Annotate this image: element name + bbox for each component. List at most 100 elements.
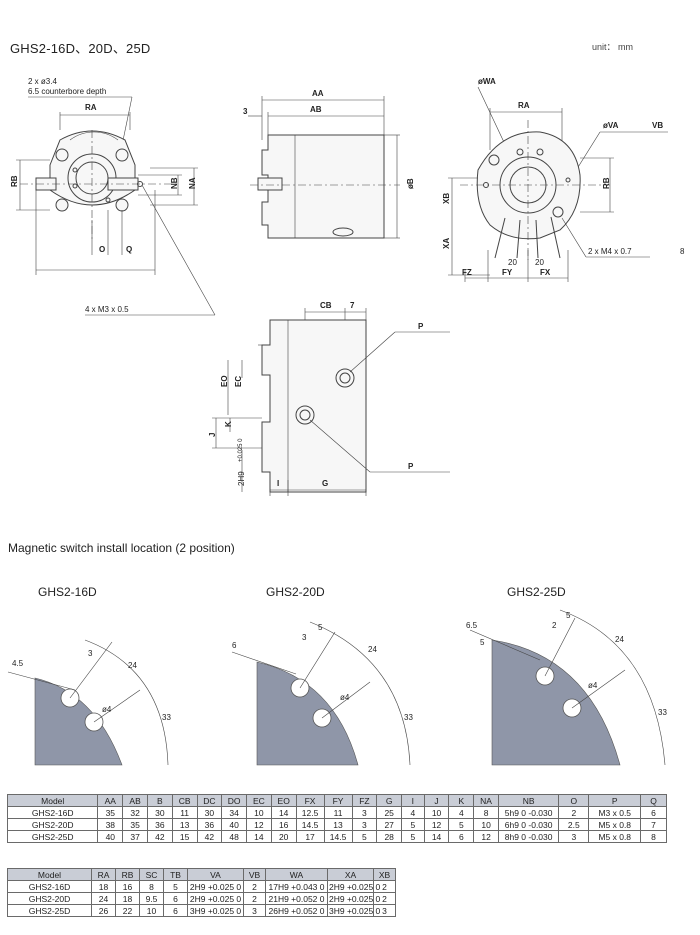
- section-title: Magnetic switch install location (2 posi…: [8, 541, 235, 555]
- table-cell: 26: [91, 904, 116, 917]
- dim-j: J: [208, 433, 217, 437]
- sw20-dim-d: 24: [368, 645, 377, 654]
- sw25-dim-b: 5: [480, 638, 485, 647]
- dim-7: 7: [350, 301, 355, 310]
- table-cell: 35: [97, 806, 124, 819]
- table-cell: 35: [122, 818, 148, 831]
- sw16-dim-b: 3: [88, 649, 93, 658]
- table2-header: XA: [327, 868, 374, 881]
- table-cell: 42: [196, 830, 223, 843]
- sw16-dim-e: 33: [162, 713, 171, 722]
- table-cell: 18: [91, 880, 116, 893]
- table2-header: Model: [7, 868, 92, 881]
- table2-header: RA: [91, 868, 116, 881]
- table-cell: 14.5: [323, 830, 353, 843]
- table2-header-row: Model RA RB SC TB VA VB WA XA XB: [7, 868, 396, 881]
- dim-fz: FZ: [462, 268, 472, 277]
- dim-o-front: O: [99, 245, 105, 254]
- right-view: øWA RA øVA VB RB XB XA 20 20: [442, 77, 685, 282]
- dim-xb: XB: [442, 193, 451, 204]
- dim-rb-front: RB: [10, 175, 19, 187]
- table-cell: M5 x 0.8: [588, 830, 642, 843]
- table-cell: 40: [97, 830, 124, 843]
- technical-drawings: 2 x ø3.4 6.5 counterbore depth RA RB NB: [10, 77, 685, 496]
- switch-view-20d: 6 3 5 24 ø4 33: [231, 621, 413, 766]
- table2-header: VB: [243, 868, 266, 881]
- counterbore-note-1: 2 x ø3.4: [28, 77, 57, 86]
- front-view: 2 x ø3.4 6.5 counterbore depth RA RB NB: [10, 77, 216, 316]
- table-cell: GHS2-16D: [6, 806, 99, 819]
- table-cell: 14: [246, 830, 272, 843]
- dim-eo: EO: [220, 375, 229, 387]
- table-cell: 16: [270, 818, 297, 831]
- table-cell: 32: [122, 806, 148, 819]
- m4-note: 2 x M4 x 0.7: [588, 247, 632, 256]
- table1-header: AB: [122, 794, 148, 807]
- table1-header: AA: [97, 794, 124, 807]
- sw20-dim-a: 6: [232, 641, 237, 650]
- switch-view-25d: 6.5 5 2 5 24 ø4 33: [466, 609, 667, 766]
- table-cell: 3: [351, 806, 378, 819]
- table-cell: 21H9 +0.052 0: [265, 892, 328, 905]
- table-cell: 5: [401, 830, 425, 843]
- table-cell: 36: [146, 818, 173, 831]
- table-cell: 8: [640, 830, 667, 843]
- dim-3: 3: [243, 107, 248, 116]
- table-cell: 16: [115, 880, 140, 893]
- table-row: GHS2-20D 24 18 9.5 6 2H9 +0.025 0 2 21H9…: [7, 892, 396, 905]
- bottom-view: CB 7 P P EO EC J K 2H9 +0.025 0 I G: [208, 301, 450, 496]
- sw20-dim-c: 5: [318, 623, 323, 632]
- table1-header-row: Model AA AB B CB DC DO EC EO FX FY FZ G …: [6, 794, 667, 807]
- label-p-top: P: [418, 322, 424, 331]
- table-cell: 24: [91, 892, 116, 905]
- table1-header: CB: [171, 794, 198, 807]
- table-cell: 6: [163, 904, 188, 917]
- table1-header: K: [448, 794, 475, 807]
- table1-header: EO: [270, 794, 297, 807]
- table-cell: 22: [115, 904, 140, 917]
- dim-g: G: [322, 479, 328, 488]
- switch-location-views: 4.5 3 24 ø4 33 6 3 5 24 ø4 33 6.5 5 2 5 …: [7, 609, 667, 766]
- table-cell: 3: [351, 818, 378, 831]
- sw20-dim-e: ø4: [340, 693, 350, 702]
- dim-fx: FX: [540, 268, 551, 277]
- table1-header: B: [146, 794, 173, 807]
- table-cell: 42: [146, 830, 173, 843]
- table-cell: 11: [323, 806, 353, 819]
- table-cell: M5 x 0.8: [588, 818, 642, 831]
- table-row: GHS2-16D 35 32 30 11 30 34 10 14 12.5 11…: [6, 806, 667, 819]
- table-cell: GHS2-16D: [7, 880, 92, 893]
- switch-model-16d: GHS2-16D: [38, 585, 97, 599]
- table-cell: 11: [171, 806, 198, 819]
- dim-vb: VB: [652, 121, 663, 130]
- table-cell: GHS2-25D: [6, 830, 99, 843]
- dim-ec: EC: [234, 376, 243, 387]
- table-cell: 30: [196, 806, 223, 819]
- sw16-dim-d: ø4: [102, 705, 112, 714]
- table1-header: DO: [221, 794, 248, 807]
- dim-ra-right: RA: [518, 101, 530, 110]
- table-cell: 2.5: [558, 818, 590, 831]
- table-cell: 6: [448, 830, 475, 843]
- table2-header: VA: [187, 868, 244, 881]
- table1-header: FY: [323, 794, 353, 807]
- table-cell: 13: [171, 818, 198, 831]
- table-cell: 12: [423, 818, 450, 831]
- table1-header: DC: [196, 794, 223, 807]
- table-cell: 17H9 +0.043 0: [265, 880, 328, 893]
- dim-q-front: Q: [126, 245, 132, 254]
- dim-rb-right: RB: [602, 177, 611, 189]
- sw25-dim-e: 24: [615, 635, 624, 644]
- table-cell: 17: [295, 830, 325, 843]
- table-cell: 26H9 +0.052 0: [265, 904, 328, 917]
- label-p-bottom: P: [408, 462, 414, 471]
- sw25-dim-a: 6.5: [466, 621, 478, 630]
- table2-header: WA: [265, 868, 328, 881]
- table1-header: Q: [640, 794, 667, 807]
- table-cell: 2H9 +0.025 0: [187, 892, 244, 905]
- table1-header: G: [376, 794, 403, 807]
- table-cell: 12: [246, 818, 272, 831]
- table-cell: M3 x 0.5: [588, 806, 642, 819]
- table-cell: 6h9 0 -0.030: [497, 818, 560, 831]
- page-title: GHS2-16D、20D、25D: [10, 41, 151, 56]
